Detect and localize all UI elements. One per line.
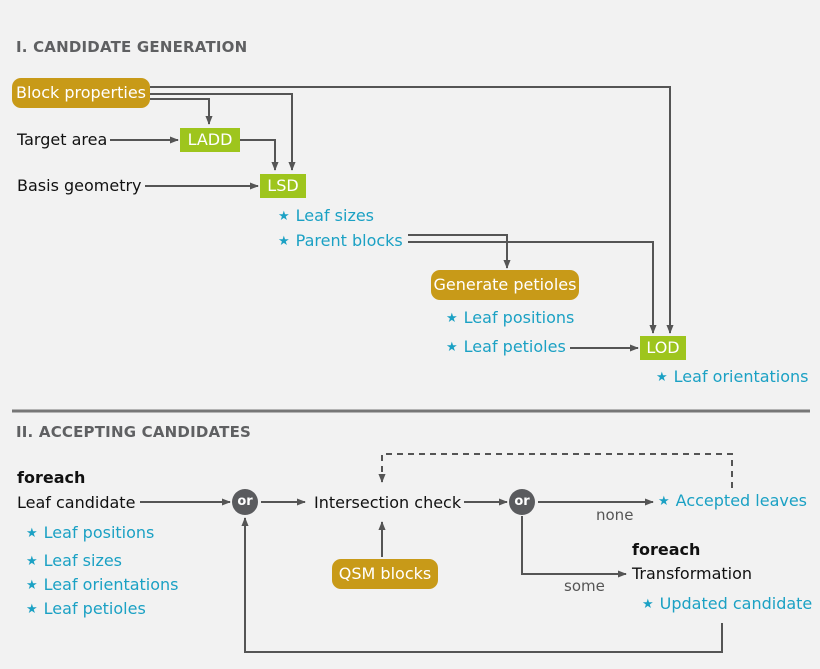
edge-label-none: none — [596, 506, 634, 524]
star-icon: ★ — [446, 340, 458, 355]
lsd-node: LSD — [260, 174, 306, 198]
output-leaf-positions: ★Leaf positions — [446, 308, 575, 327]
star-icon: ★ — [658, 494, 670, 509]
candidate-leaf-orientations: ★Leaf orientations — [26, 575, 179, 594]
block-properties-node: Block properties — [12, 78, 150, 108]
output-leaf-sizes: ★Leaf sizes — [278, 206, 375, 225]
candidate-leaf-positions: ★Leaf positions — [26, 523, 155, 542]
leaf-candidate-label: Leaf candidate — [17, 493, 136, 512]
target-area-label: Target area — [17, 130, 108, 149]
output-accepted-leaves: ★Accepted leaves — [658, 491, 808, 510]
star-icon: ★ — [656, 370, 668, 385]
star-icon: ★ — [26, 554, 38, 569]
output-leaf-orientations: ★Leaf orientations — [656, 367, 809, 386]
edge-block-lsd — [150, 93, 296, 171]
edge-or2-transform — [521, 516, 627, 578]
edge-label-some: some — [564, 577, 605, 595]
section-title-accepting-candidates: II. ACCEPTING CANDIDATES — [16, 423, 252, 441]
star-icon: ★ — [26, 578, 38, 593]
transformation-label: Transformation — [632, 564, 753, 583]
foreach-keyword-transform: foreach — [632, 540, 701, 559]
star-icon: ★ — [26, 526, 38, 541]
qsm-blocks-node: QSM blocks — [332, 559, 438, 589]
edge-block-lod — [150, 86, 674, 334]
star-icon: ★ — [26, 602, 38, 617]
or-node-merge: or — [232, 489, 258, 515]
ladd-node: LADD — [180, 128, 240, 152]
or-node-branch: or — [509, 489, 535, 515]
lod-node: LOD — [640, 336, 686, 360]
edge-ladd-lsd — [240, 139, 279, 171]
edge-parent-lod — [408, 241, 657, 334]
edge-parent-petioles — [408, 234, 511, 269]
intersection-check-label: Intersection check — [314, 493, 462, 512]
star-icon: ★ — [278, 234, 290, 249]
candidate-leaf-petioles: ★Leaf petioles — [26, 599, 146, 618]
generate-petioles-node: Generate petioles — [431, 270, 579, 300]
basis-geometry-label: Basis geometry — [17, 176, 142, 195]
edge-accepted-loop — [378, 453, 733, 488]
output-leaf-petioles: ★Leaf petioles — [446, 337, 566, 356]
candidate-leaf-sizes: ★Leaf sizes — [26, 551, 123, 570]
section-title-candidate-generation: I. CANDIDATE GENERATION — [16, 38, 248, 56]
star-icon: ★ — [278, 209, 290, 224]
star-icon: ★ — [446, 311, 458, 326]
edge-updated-or1 — [241, 517, 723, 653]
edge-block-ladd — [150, 98, 213, 125]
output-updated-candidate: ★Updated candidate — [642, 594, 813, 613]
star-icon: ★ — [642, 597, 654, 612]
output-parent-blocks: ★Parent blocks — [278, 231, 403, 250]
foreach-keyword: foreach — [17, 468, 86, 487]
